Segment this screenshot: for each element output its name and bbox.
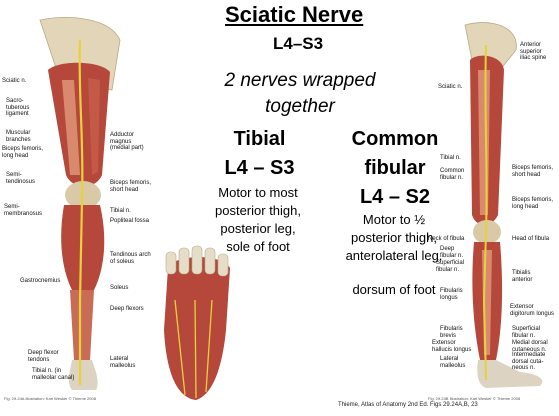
left-figure-note: Fig. 29.24A Illustration: Karl Wesker © … — [4, 396, 96, 401]
cf-desc-line: dorsum of foot — [352, 282, 436, 297]
posterior-leg-illustration — [39, 17, 121, 390]
label-sciatic-n-right: Sciatic n. — [438, 84, 463, 90]
tibial-name: Tibial — [233, 128, 286, 150]
label-popliteal-fossa: Popliteal fossa — [110, 218, 150, 224]
cf-desc-line: Motor to ½ — [362, 212, 426, 227]
description: 2 nerves wrapped together — [200, 68, 400, 120]
slide-title: Sciatic Nerve — [225, 2, 364, 27]
label-tibial-n: Tibial n. — [110, 208, 131, 214]
label-biceps-short: Biceps femoris,short head — [110, 180, 152, 193]
label-semimembranosus: Semi-membranosus — [4, 204, 43, 217]
tibial-levels: L4 – S3 — [224, 157, 295, 179]
figure-credit: Thieme, Atlas of Anatomy 2nd Ed. Figs 29… — [338, 402, 478, 408]
tibial-desc-line: Motor to most — [218, 185, 298, 200]
description-line: 2 nerves wrapped — [224, 70, 376, 91]
spinal-levels: L4–S3 — [273, 34, 324, 53]
label-sciatic-n: Sciatic n. — [2, 78, 27, 84]
common-fibular-heading: Common fibular L4 – S2 — [330, 125, 460, 212]
common-fibular-name: Common — [351, 128, 439, 150]
anterolateral-leg-illustration — [464, 22, 543, 388]
label-deep-flexors: Deep flexors — [110, 306, 144, 312]
label-neck-of-fibula: Neck of fibula — [428, 236, 465, 242]
label-soleus: Soleus — [110, 285, 129, 291]
tibial-desc-line: posterior thigh, — [215, 203, 301, 218]
common-fibular-levels: L4 – S2 — [359, 186, 431, 208]
label-gastrocnemius: Gastrocnemius — [20, 278, 61, 284]
foot-sole-illustration — [164, 245, 230, 400]
tibial-desc-line: posterior leg, — [220, 221, 296, 236]
cf-desc-line: posterior thigh, — [351, 230, 437, 245]
description-line: together — [265, 96, 335, 117]
tibial-desc-line: sole of foot — [226, 239, 290, 254]
label-tibial-n-right: Tibial n. — [440, 155, 461, 161]
label-biceps-long-right: Biceps femoris,long head — [512, 197, 554, 210]
label-biceps-long: Biceps femoris,long head — [2, 146, 44, 159]
right-figure-note: Fig. 29.24B Illustration: Karl Wesker © … — [428, 396, 521, 401]
label-biceps-short-right: Biceps femoris,short head — [512, 165, 554, 178]
tibial-heading: Tibial L4 – S3 — [207, 125, 312, 183]
tibial-description: Motor to most posterior thigh, posterior… — [198, 184, 318, 256]
label-head-of-fibula: Head of fibula — [512, 236, 550, 242]
common-fibular-name: fibular — [364, 157, 426, 179]
label-semitendinosus: Semi-tendinosus — [6, 172, 36, 185]
common-fibular-description: Motor to ½ posterior thigh, anterolatera… — [310, 211, 478, 265]
cf-desc-line: anterolateral leg, — [345, 248, 443, 263]
